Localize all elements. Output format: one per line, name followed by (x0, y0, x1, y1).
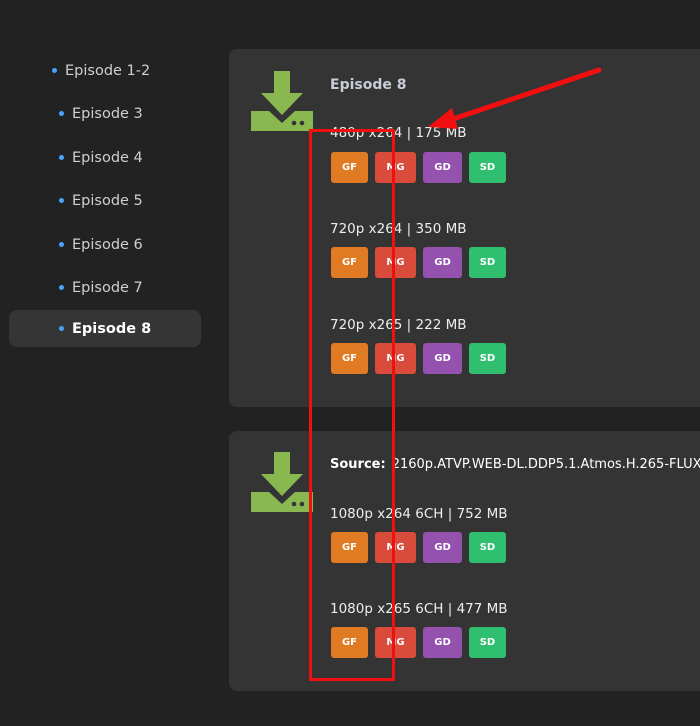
sd-button[interactable]: SD (469, 532, 506, 563)
bullet-icon (59, 242, 64, 247)
gd-button[interactable]: GD (423, 343, 462, 374)
sidebar-item-label: Episode 1-2 (65, 62, 151, 79)
gf-button[interactable]: GF (331, 152, 368, 183)
mirror-buttons: GF MG GD SD (331, 532, 506, 563)
bullet-icon (52, 68, 57, 73)
source-line: Source: 2160p.ATVP.WEB-DL.DDP5.1.Atmos.H.… (330, 457, 700, 472)
mirror-buttons: GF MG GD SD (331, 247, 506, 278)
download-icon (251, 71, 313, 131)
gf-button[interactable]: GF (331, 247, 368, 278)
sidebar-item-label: Episode 5 (72, 192, 143, 209)
card-title: Episode 8 (330, 77, 407, 93)
download-icon (251, 452, 313, 512)
sidebar-item-episode-4[interactable]: Episode 4 (9, 139, 201, 176)
mirror-buttons: GF MG GD SD (331, 343, 506, 374)
bullet-icon (59, 285, 64, 290)
sidebar-item-episode-1-2[interactable]: Episode 1-2 (9, 52, 201, 89)
bullet-icon (59, 326, 64, 331)
sidebar-item-label: Episode 6 (72, 236, 143, 253)
quality-label: 1080p x265 6CH | 477 MB (330, 601, 508, 617)
source-download-card: Source: 2160p.ATVP.WEB-DL.DDP5.1.Atmos.H.… (229, 431, 700, 691)
gd-button[interactable]: GD (423, 532, 462, 563)
sidebar-item-label: Episode 3 (72, 105, 143, 122)
source-value: 2160p.ATVP.WEB-DL.DDP5.1.Atmos.H.265-FLU… (391, 457, 700, 472)
quality-label: 720p x265 | 222 MB (330, 317, 467, 333)
gf-button[interactable]: GF (331, 627, 368, 658)
sd-button[interactable]: SD (469, 152, 506, 183)
bullet-icon (59, 198, 64, 203)
sidebar-item-episode-3[interactable]: Episode 3 (9, 95, 201, 132)
mg-button[interactable]: MG (375, 152, 416, 183)
sidebar-item-episode-6[interactable]: Episode 6 (9, 226, 201, 263)
sidebar-item-episode-8[interactable]: Episode 8 (9, 310, 201, 347)
sidebar-item-label: Episode 4 (72, 149, 143, 166)
sidebar-item-label: Episode 7 (72, 279, 143, 296)
bullet-icon (59, 111, 64, 116)
gd-button[interactable]: GD (423, 247, 462, 278)
bullet-icon (59, 155, 64, 160)
episode-download-card: Episode 8 480p x264 | 175 MB GF MG GD SD… (229, 49, 700, 407)
gd-button[interactable]: GD (423, 152, 462, 183)
mirror-buttons: GF MG GD SD (331, 627, 506, 658)
sidebar-item-episode-7[interactable]: Episode 7 (9, 269, 201, 306)
sd-button[interactable]: SD (469, 627, 506, 658)
sidebar-item-episode-5[interactable]: Episode 5 (9, 182, 201, 219)
sd-button[interactable]: SD (469, 247, 506, 278)
gf-button[interactable]: GF (331, 343, 368, 374)
mg-button[interactable]: MG (375, 343, 416, 374)
quality-label: 1080p x264 6CH | 752 MB (330, 506, 508, 522)
gf-button[interactable]: GF (331, 532, 368, 563)
mg-button[interactable]: MG (375, 532, 416, 563)
quality-label: 480p x264 | 175 MB (330, 125, 467, 141)
mg-button[interactable]: MG (375, 247, 416, 278)
mg-button[interactable]: MG (375, 627, 416, 658)
mirror-buttons: GF MG GD SD (331, 152, 506, 183)
source-label: Source: (330, 457, 386, 472)
quality-label: 720p x264 | 350 MB (330, 221, 467, 237)
sd-button[interactable]: SD (469, 343, 506, 374)
sidebar-item-label: Episode 8 (72, 320, 152, 337)
gd-button[interactable]: GD (423, 627, 462, 658)
